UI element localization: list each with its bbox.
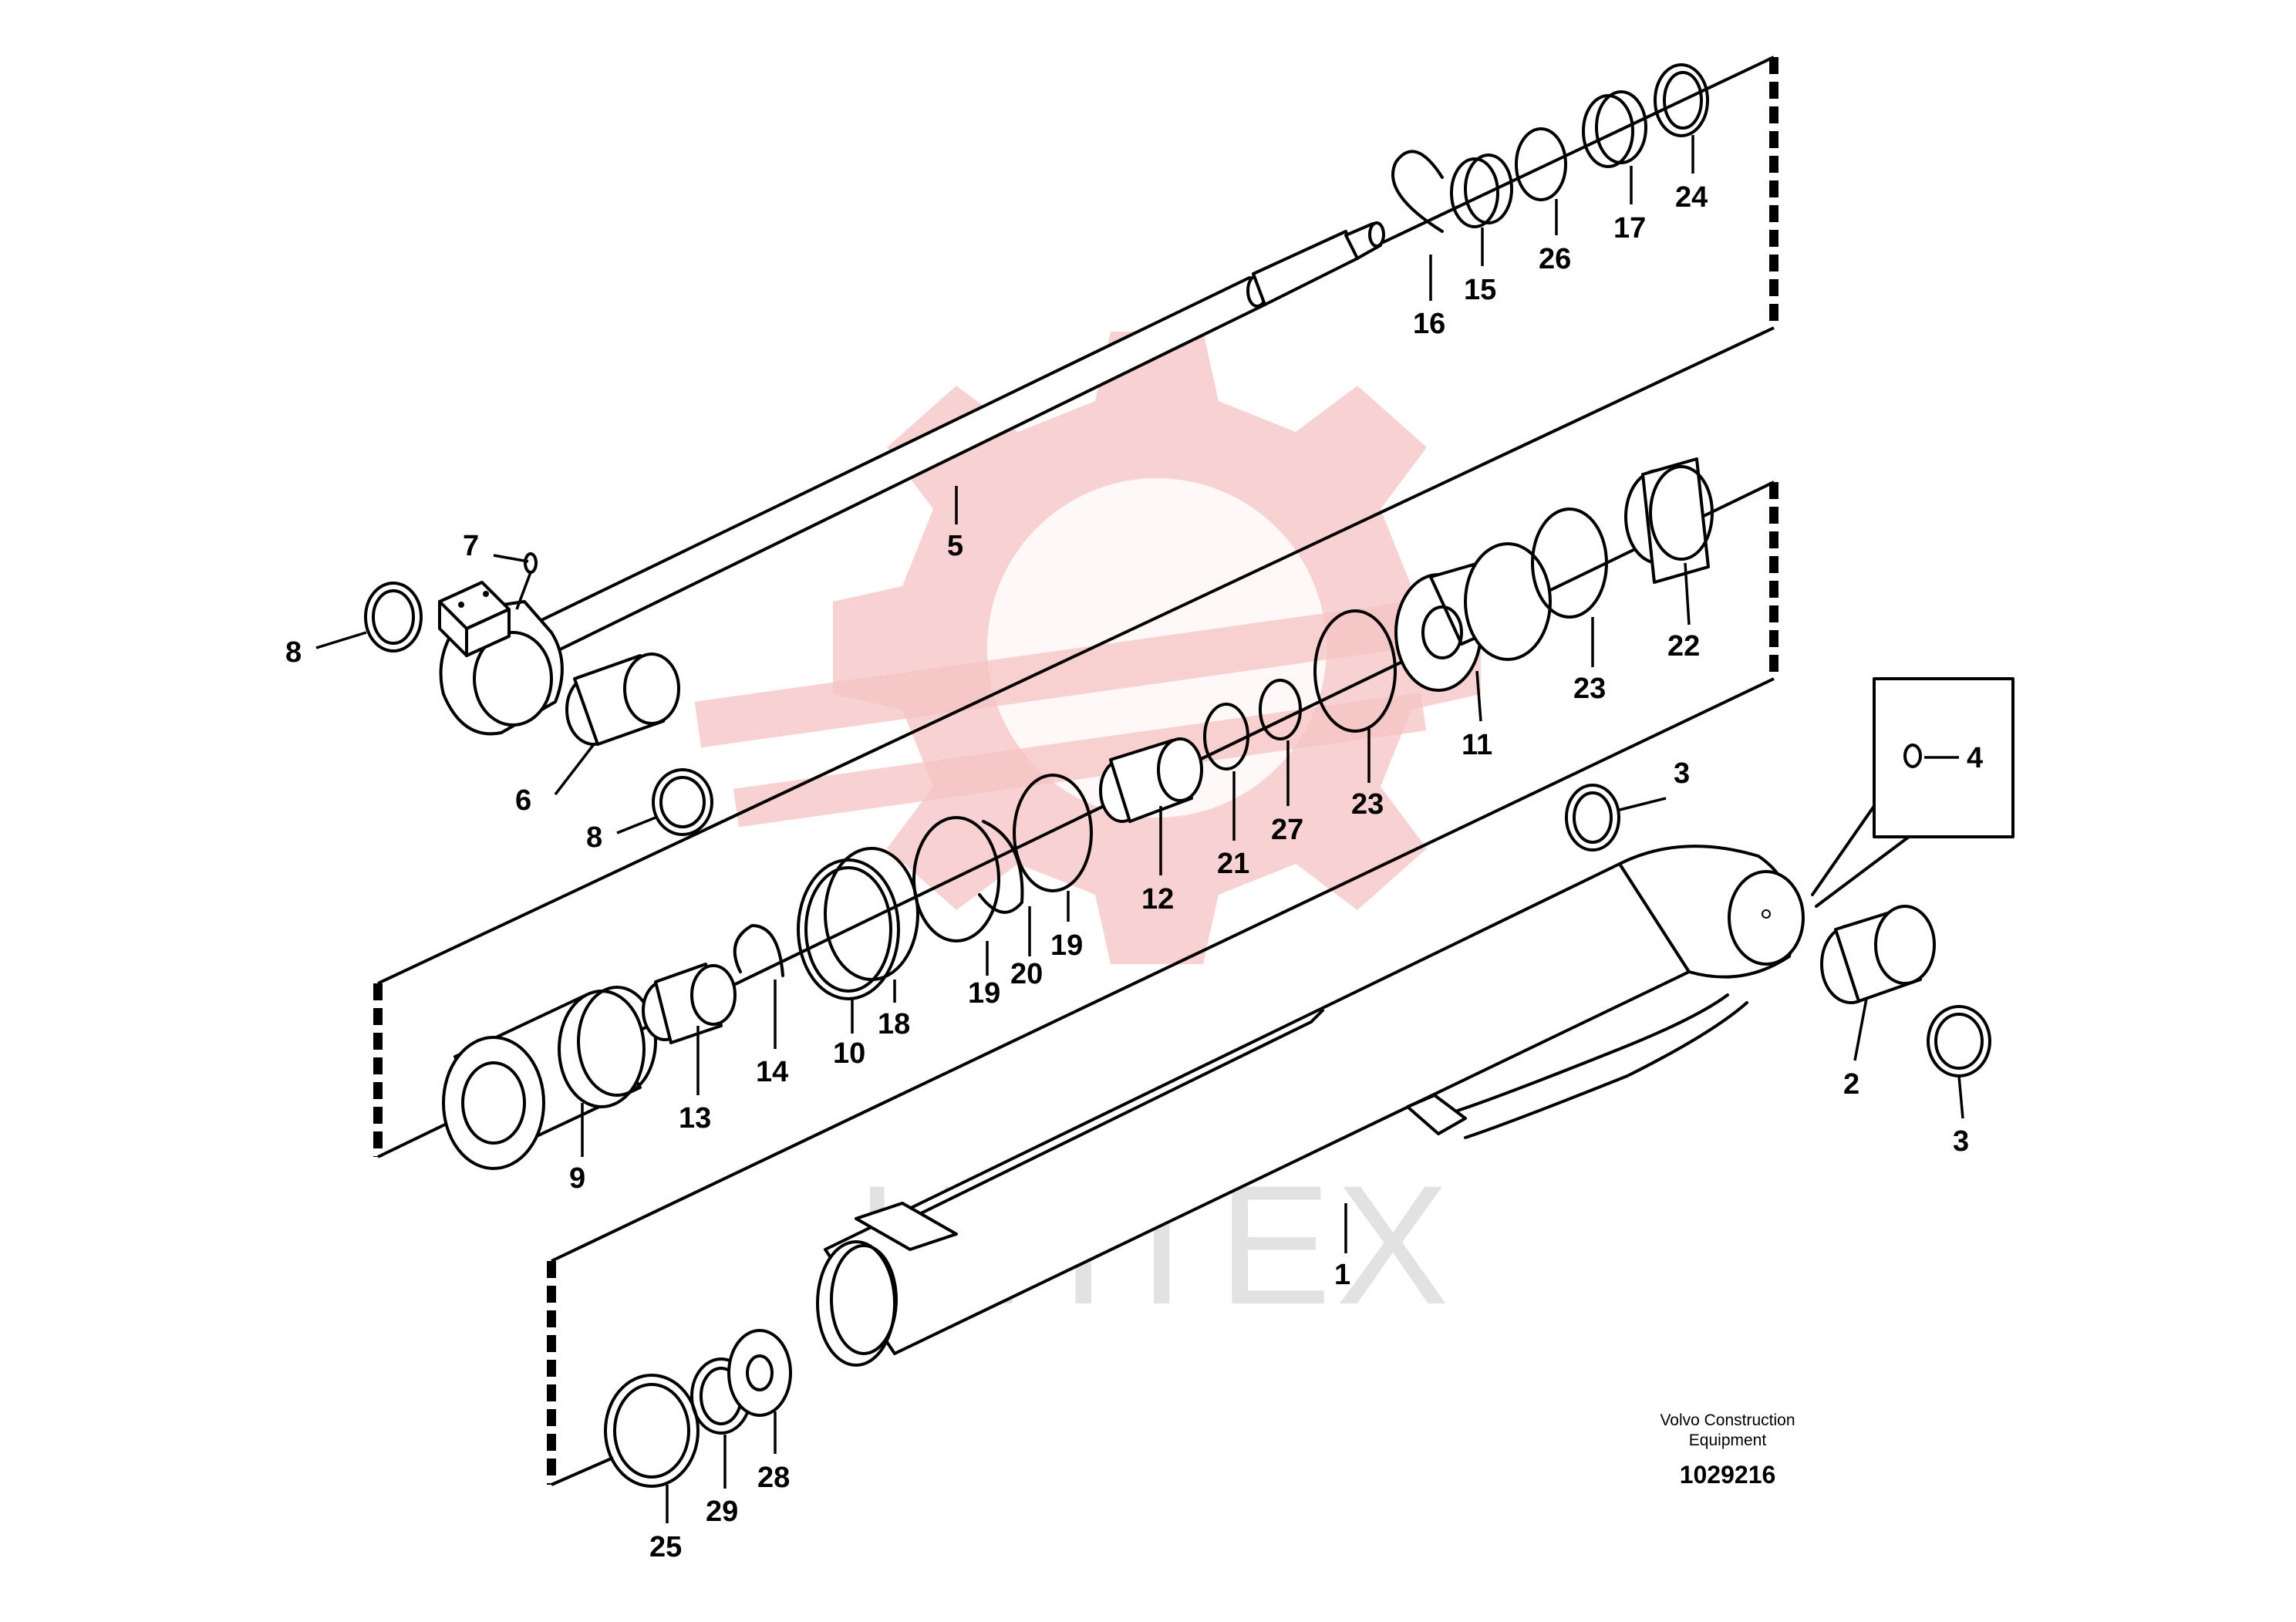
footer-company-line1: Volvo Construction: [1660, 1411, 1795, 1429]
callout-19-a: 19: [968, 977, 1000, 1010]
grease-nipple-inset-box: [1811, 677, 2014, 908]
ring-19-b: [1013, 774, 1093, 892]
rod-bushing-6: [565, 653, 680, 746]
callout-3-bottom: 3: [1953, 1125, 1969, 1158]
callout-6: 6: [515, 784, 531, 817]
callout-19-b: 19: [1050, 929, 1083, 962]
callout-20: 20: [1010, 958, 1043, 990]
callout-9: 9: [569, 1162, 585, 1195]
footer-drawing-number: 1029216: [1680, 1461, 1776, 1489]
callout-7: 7: [463, 530, 479, 562]
callout-8-right: 8: [586, 821, 602, 854]
bushing-2: [1820, 905, 1936, 1004]
cylinder-head-11: [1394, 542, 1552, 692]
callout-26: 26: [1539, 243, 1571, 275]
callout-5: 5: [947, 530, 963, 562]
callout-13: 13: [679, 1102, 711, 1135]
callout-17: 17: [1613, 212, 1646, 244]
callout-1: 1: [1334, 1259, 1350, 1291]
ring-19-a: [912, 816, 1000, 943]
callout-10: 10: [833, 1037, 865, 1070]
callout-15: 15: [1464, 274, 1496, 306]
callout-28: 28: [757, 1462, 790, 1494]
rod-eye: [438, 581, 564, 736]
footer-block: Volvo Construction Equipment 1029216: [1660, 1411, 1795, 1489]
callout-3-top: 3: [1674, 757, 1690, 790]
dust-seal-8-right: [652, 768, 713, 836]
ring-23-b: [1531, 508, 1608, 619]
snap-ring-16: [1391, 150, 1444, 233]
callout-11: 11: [1462, 729, 1492, 761]
piston-9: [442, 986, 657, 1170]
ring-26: [1515, 127, 1567, 201]
leader-lines: [315, 135, 1964, 1523]
bushing-13: [642, 963, 737, 1044]
callout-22: 22: [1667, 630, 1700, 663]
callout-24: 24: [1675, 181, 1708, 214]
footer-company-line2: Equipment: [1689, 1431, 1767, 1449]
callout-labels: 1 2 3 3 4 5 6 7 8 8 9 10 11 12 13 14 15 …: [285, 181, 1983, 1563]
ring-18: [824, 847, 919, 981]
callout-12: 12: [1141, 883, 1174, 916]
dust-seal-8-left: [364, 582, 423, 653]
ring-21: [1203, 703, 1249, 771]
callout-8-left: 8: [285, 636, 302, 669]
ring-20: [978, 820, 1024, 914]
ring-27: [1259, 679, 1302, 740]
callout-29: 29: [706, 1496, 738, 1528]
wiper-17: [1582, 90, 1647, 168]
callout-21: 21: [1217, 848, 1249, 880]
snap-ring-14: [733, 924, 784, 977]
callout-18: 18: [878, 1008, 910, 1040]
seal-25: [604, 1374, 700, 1488]
ring-10: [797, 858, 900, 1000]
dust-seal-3-top: [1565, 784, 1620, 851]
callout-27: 27: [1271, 814, 1303, 846]
bushing-12: [1099, 737, 1203, 823]
callout-4: 4: [1967, 742, 1983, 774]
nut-28: [727, 1329, 792, 1417]
callout-25: 25: [649, 1531, 682, 1563]
bushing-22: [1624, 457, 1714, 584]
callout-23-b: 23: [1573, 673, 1606, 705]
callout-23-a: 23: [1351, 788, 1384, 821]
watermark-gear-logo: [694, 332, 1481, 964]
cylinder-tube: [816, 845, 1805, 1367]
grease-nipple-7: [515, 552, 538, 610]
grease-nipple-4: [1903, 744, 1922, 768]
hydraulic-line: [855, 993, 1748, 1251]
callout-2: 2: [1843, 1068, 1859, 1101]
ring-23-a: [1313, 609, 1397, 733]
seal-15: [1450, 153, 1513, 228]
seal-24: [1654, 63, 1709, 137]
callout-16: 16: [1413, 308, 1445, 340]
callout-14: 14: [756, 1056, 788, 1088]
